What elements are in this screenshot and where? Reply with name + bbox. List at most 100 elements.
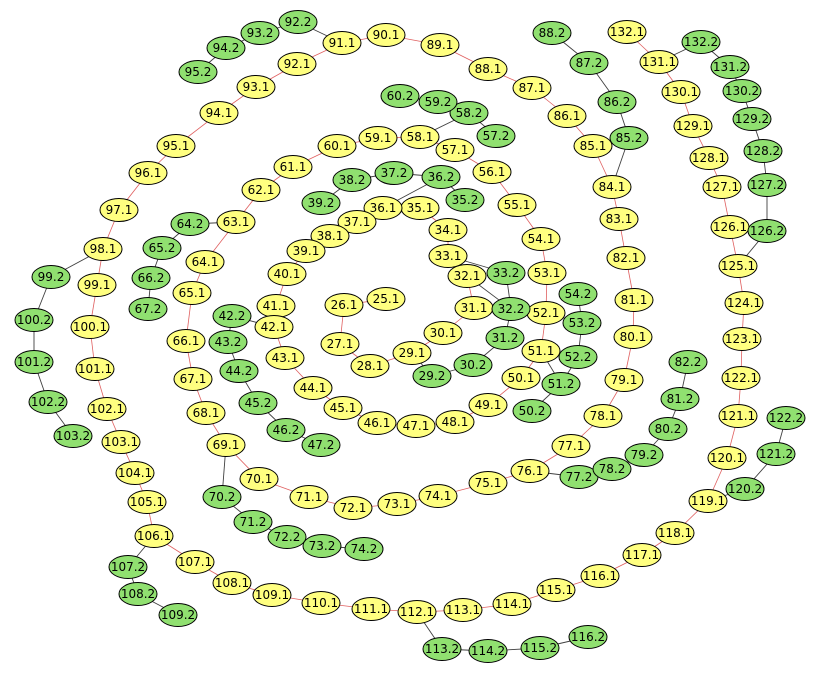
graph-node[interactable]: 127.1 (702, 175, 742, 199)
graph-node[interactable]: 79.1 (604, 368, 644, 392)
graph-node[interactable]: 85.2 (609, 126, 649, 150)
graph-node[interactable]: 122.1 (721, 366, 761, 390)
graph-node[interactable]: 67.1 (173, 367, 213, 391)
graph-node[interactable]: 42.1 (254, 315, 294, 339)
graph-node[interactable]: 123.1 (722, 327, 762, 351)
graph-node[interactable]: 55.1 (497, 193, 537, 217)
graph-node[interactable]: 109.1 (252, 583, 292, 607)
graph-node[interactable]: 132.1 (607, 20, 647, 44)
graph-node[interactable]: 71.2 (233, 510, 273, 534)
graph-node[interactable]: 103.1 (101, 430, 141, 454)
graph-node[interactable]: 100.1 (70, 315, 110, 339)
graph-node[interactable]: 73.2 (302, 534, 342, 558)
graph-node[interactable]: 81.1 (614, 288, 654, 312)
graph-node[interactable]: 59.1 (358, 126, 398, 150)
graph-node[interactable]: 89.1 (420, 33, 460, 57)
graph-node[interactable]: 32.1 (447, 264, 487, 288)
graph-node[interactable]: 47.1 (396, 414, 436, 438)
graph-node[interactable]: 130.1 (661, 80, 701, 104)
graph-node[interactable]: 102.2 (28, 390, 68, 414)
graph-node[interactable]: 84.1 (592, 175, 632, 199)
graph-node[interactable]: 101.1 (75, 357, 115, 381)
graph-node[interactable]: 100.2 (14, 308, 54, 332)
graph-node[interactable]: 60.2 (380, 84, 420, 108)
graph-node[interactable]: 77.1 (551, 434, 591, 458)
graph-node[interactable]: 36.2 (421, 165, 461, 189)
graph-node[interactable]: 38.1 (310, 224, 350, 248)
graph-node[interactable]: 66.2 (131, 266, 171, 290)
graph-node[interactable]: 113.2 (422, 637, 462, 661)
graph-node[interactable]: 51.1 (521, 339, 561, 363)
graph-node[interactable]: 26.1 (324, 293, 364, 317)
graph-node[interactable]: 88.1 (468, 57, 508, 81)
graph-node[interactable]: 74.2 (344, 537, 384, 561)
graph-node[interactable]: 107.2 (108, 555, 148, 579)
graph-node[interactable]: 34.1 (428, 218, 468, 242)
graph-node[interactable]: 79.2 (624, 443, 664, 467)
graph-node[interactable]: 114.1 (492, 592, 532, 616)
graph-node[interactable]: 113.1 (443, 598, 483, 622)
graph-node[interactable]: 63.1 (216, 210, 256, 234)
graph-node[interactable]: 76.1 (510, 459, 550, 483)
graph-node[interactable]: 116.2 (568, 625, 608, 649)
graph-node[interactable]: 127.2 (747, 173, 787, 197)
graph-node[interactable]: 118.1 (655, 521, 695, 545)
graph-node[interactable]: 91.1 (322, 31, 362, 55)
graph-node[interactable]: 95.2 (178, 60, 218, 84)
graph-node[interactable]: 65.2 (142, 236, 182, 260)
graph-node[interactable]: 53.2 (562, 311, 602, 335)
graph-node[interactable]: 82.2 (668, 350, 708, 374)
graph-node[interactable]: 95.1 (156, 134, 196, 158)
graph-node[interactable]: 60.1 (317, 134, 357, 158)
graph-node[interactable]: 57.1 (435, 138, 475, 162)
graph-node[interactable]: 25.1 (366, 287, 406, 311)
graph-node[interactable]: 35.1 (400, 196, 440, 220)
graph-node[interactable]: 99.2 (31, 265, 71, 289)
graph-node[interactable]: 31.1 (454, 296, 494, 320)
graph-node[interactable]: 87.2 (569, 51, 609, 75)
graph-node[interactable]: 48.1 (435, 410, 475, 434)
graph-node[interactable]: 129.1 (673, 114, 713, 138)
graph-node[interactable]: 80.1 (613, 325, 653, 349)
graph-node[interactable]: 80.2 (648, 417, 688, 441)
graph-node[interactable]: 39.1 (286, 239, 326, 263)
graph-node[interactable]: 70.1 (239, 467, 279, 491)
graph-node[interactable]: 96.1 (128, 161, 168, 185)
graph-node[interactable]: 46.1 (357, 411, 397, 435)
graph-node[interactable]: 104.1 (115, 461, 155, 485)
graph-node[interactable]: 124.1 (724, 291, 764, 315)
graph-node[interactable]: 72.2 (267, 525, 307, 549)
graph-node[interactable]: 110.1 (301, 591, 341, 615)
graph-node[interactable]: 69.1 (206, 433, 246, 457)
graph-node[interactable]: 87.1 (512, 76, 552, 100)
graph-node[interactable]: 73.1 (377, 492, 417, 516)
graph-node[interactable]: 108.1 (212, 571, 252, 595)
graph-node[interactable]: 121.2 (756, 442, 796, 466)
graph-node[interactable]: 115.2 (520, 636, 560, 660)
graph-node[interactable]: 33.2 (486, 261, 526, 285)
graph-node[interactable]: 111.1 (351, 597, 391, 621)
graph-node[interactable]: 32.2 (491, 297, 531, 321)
graph-node[interactable]: 43.2 (208, 330, 248, 354)
graph-node[interactable]: 105.1 (127, 490, 167, 514)
graph-node[interactable]: 67.2 (128, 297, 168, 321)
graph-node[interactable]: 70.2 (202, 485, 242, 509)
graph-node[interactable]: 53.1 (527, 261, 567, 285)
graph-node[interactable]: 131.1 (639, 50, 679, 74)
graph-node[interactable]: 74.1 (418, 484, 458, 508)
graph-node[interactable]: 109.2 (158, 603, 198, 627)
graph-node[interactable]: 50.2 (512, 399, 552, 423)
graph-node[interactable]: 116.1 (580, 564, 620, 588)
graph-node[interactable]: 36.1 (363, 196, 403, 220)
graph-node[interactable]: 62.1 (241, 178, 281, 202)
graph-node[interactable]: 57.2 (476, 124, 516, 148)
graph-node[interactable]: 83.1 (599, 207, 639, 231)
graph-node[interactable]: 47.2 (301, 433, 341, 457)
graph-node[interactable]: 130.2 (722, 79, 762, 103)
graph-node[interactable]: 107.1 (175, 550, 215, 574)
graph-node[interactable]: 29.1 (392, 341, 432, 365)
graph-node[interactable]: 82.1 (606, 246, 646, 270)
graph-node[interactable]: 58.2 (449, 101, 489, 125)
graph-node[interactable]: 114.2 (468, 639, 508, 663)
graph-node[interactable]: 99.1 (77, 273, 117, 297)
